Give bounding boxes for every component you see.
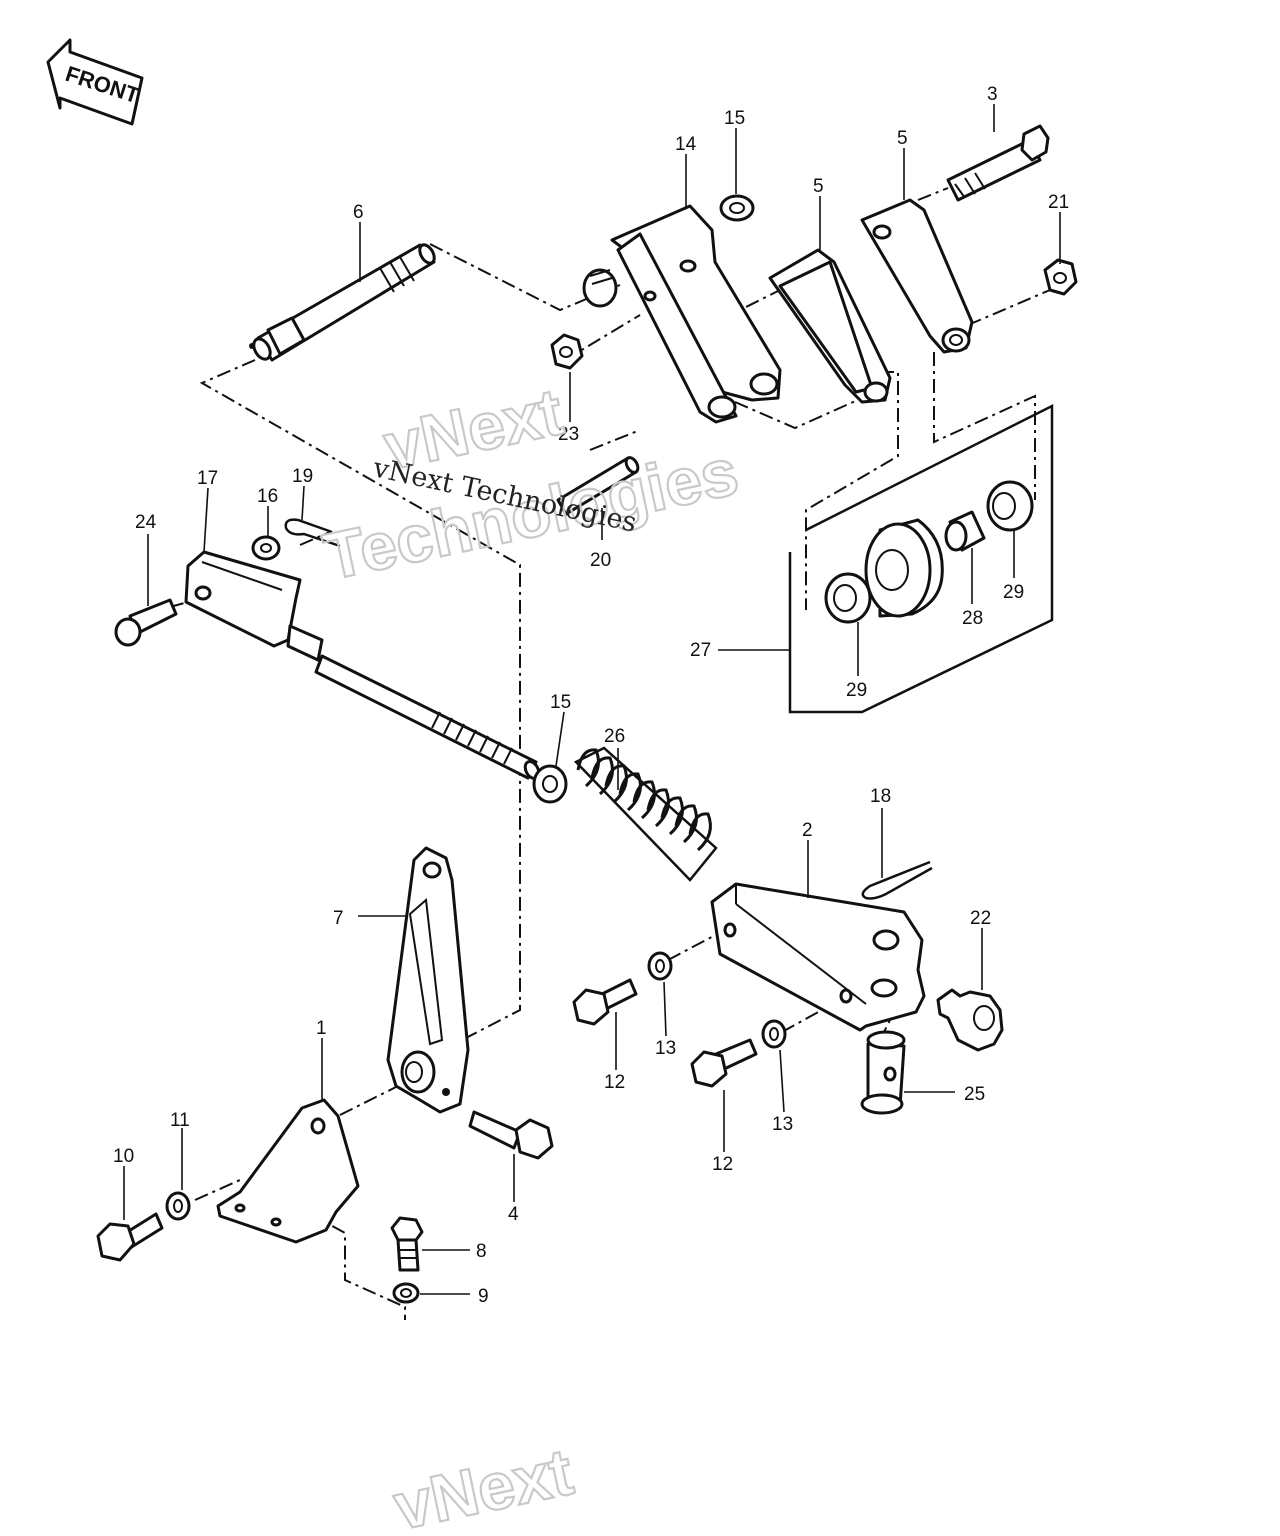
callout-15-lower: 15 <box>550 692 571 713</box>
part-23-nut <box>550 333 584 370</box>
callout-19: 19 <box>292 466 313 487</box>
part-26-spring <box>573 746 718 882</box>
callout-2: 2 <box>802 820 813 841</box>
part-10-bolt <box>96 1212 164 1262</box>
callout-27: 27 <box>690 640 711 661</box>
callout-12-upper: 12 <box>604 1072 625 1093</box>
callout-4: 4 <box>508 1204 519 1225</box>
callout-1: 1 <box>316 1018 327 1039</box>
callout-6: 6 <box>353 202 364 223</box>
part-11-lock-washer <box>165 1191 191 1221</box>
part-13-lock-washer-lower <box>761 1019 787 1049</box>
watermark: vNext Technologies vNext Technologies vN… <box>316 373 745 1536</box>
part-29-bushing-left <box>824 572 872 624</box>
part-24-clevis-pin <box>114 598 178 647</box>
callout-11: 11 <box>170 1110 190 1131</box>
callout-18: 18 <box>870 786 891 807</box>
callout-24: 24 <box>135 512 157 533</box>
callout-14: 14 <box>675 134 697 155</box>
callout-28: 28 <box>962 608 983 629</box>
callout-12-lower: 12 <box>712 1154 733 1175</box>
part-4-bolt <box>468 1110 554 1160</box>
callout-5-middle: 5 <box>813 176 824 197</box>
callout-9: 9 <box>478 1286 489 1307</box>
part-9-washer <box>392 1282 420 1304</box>
part-18-cotter-pin <box>861 860 933 900</box>
callout-25: 25 <box>964 1084 985 1105</box>
callout-17: 17 <box>197 468 218 489</box>
part-3-bolt <box>946 124 1050 202</box>
part-5-link-plate-middle <box>768 248 892 404</box>
callout-16: 16 <box>257 486 278 507</box>
callout-7: 7 <box>333 908 344 929</box>
callout-20: 20 <box>590 550 611 571</box>
part-12-bolt-lower <box>690 1038 758 1088</box>
part-20-pin <box>556 456 640 516</box>
callout-10: 10 <box>113 1146 134 1167</box>
part-28-sleeve <box>944 510 986 552</box>
part-16-washer <box>251 535 281 561</box>
part-14-bell-crank-lever <box>582 204 782 424</box>
callout-3: 3 <box>987 84 998 105</box>
callout-8: 8 <box>476 1241 487 1262</box>
part-17-clevis-rod <box>184 550 541 780</box>
callout-29-left: 29 <box>846 680 867 701</box>
part-12-bolt-upper <box>572 978 638 1026</box>
part-2-pivot-bracket <box>710 882 926 1032</box>
callout-26: 26 <box>604 726 625 747</box>
callout-29-right: 29 <box>1003 582 1024 603</box>
part-29-bushing-right <box>986 480 1034 532</box>
front-arrow-badge: FRONT <box>46 38 144 126</box>
callout-5-right: 5 <box>897 128 908 149</box>
part-7-lever-arm <box>386 846 470 1114</box>
part-22-cap-nut <box>936 988 1004 1052</box>
part-27-roller <box>864 518 944 618</box>
watermark-bottom: vNext <box>388 1434 579 1536</box>
assembly-guide-lines <box>169 187 1051 1320</box>
bushing-assembly-bracket <box>788 403 1054 714</box>
callout-23: 23 <box>558 424 579 445</box>
callout-22: 22 <box>970 908 991 929</box>
part-15-washer-top <box>719 194 755 222</box>
callout-leader-lines <box>123 104 1061 1295</box>
part-21-nut <box>1043 258 1078 296</box>
callout-15-top: 15 <box>724 108 745 129</box>
part-1-mounting-bracket <box>216 1098 360 1244</box>
part-25-pivot-pin <box>860 1030 906 1115</box>
part-8-bolt <box>390 1216 424 1272</box>
callout-numbers: 3 21 5 5 14 15 6 23 20 24 17 16 19 15 26… <box>113 84 1069 1307</box>
part-6-pivot-shaft <box>249 243 436 362</box>
part-19-r-clip <box>284 518 341 548</box>
part-13-lock-washer-upper <box>647 951 673 981</box>
part-5-link-plate-right <box>860 198 974 354</box>
part-15-washer-lower <box>532 764 568 804</box>
callout-13-upper: 13 <box>655 1038 676 1059</box>
callout-13-lower: 13 <box>772 1114 793 1135</box>
callout-21: 21 <box>1048 192 1069 213</box>
